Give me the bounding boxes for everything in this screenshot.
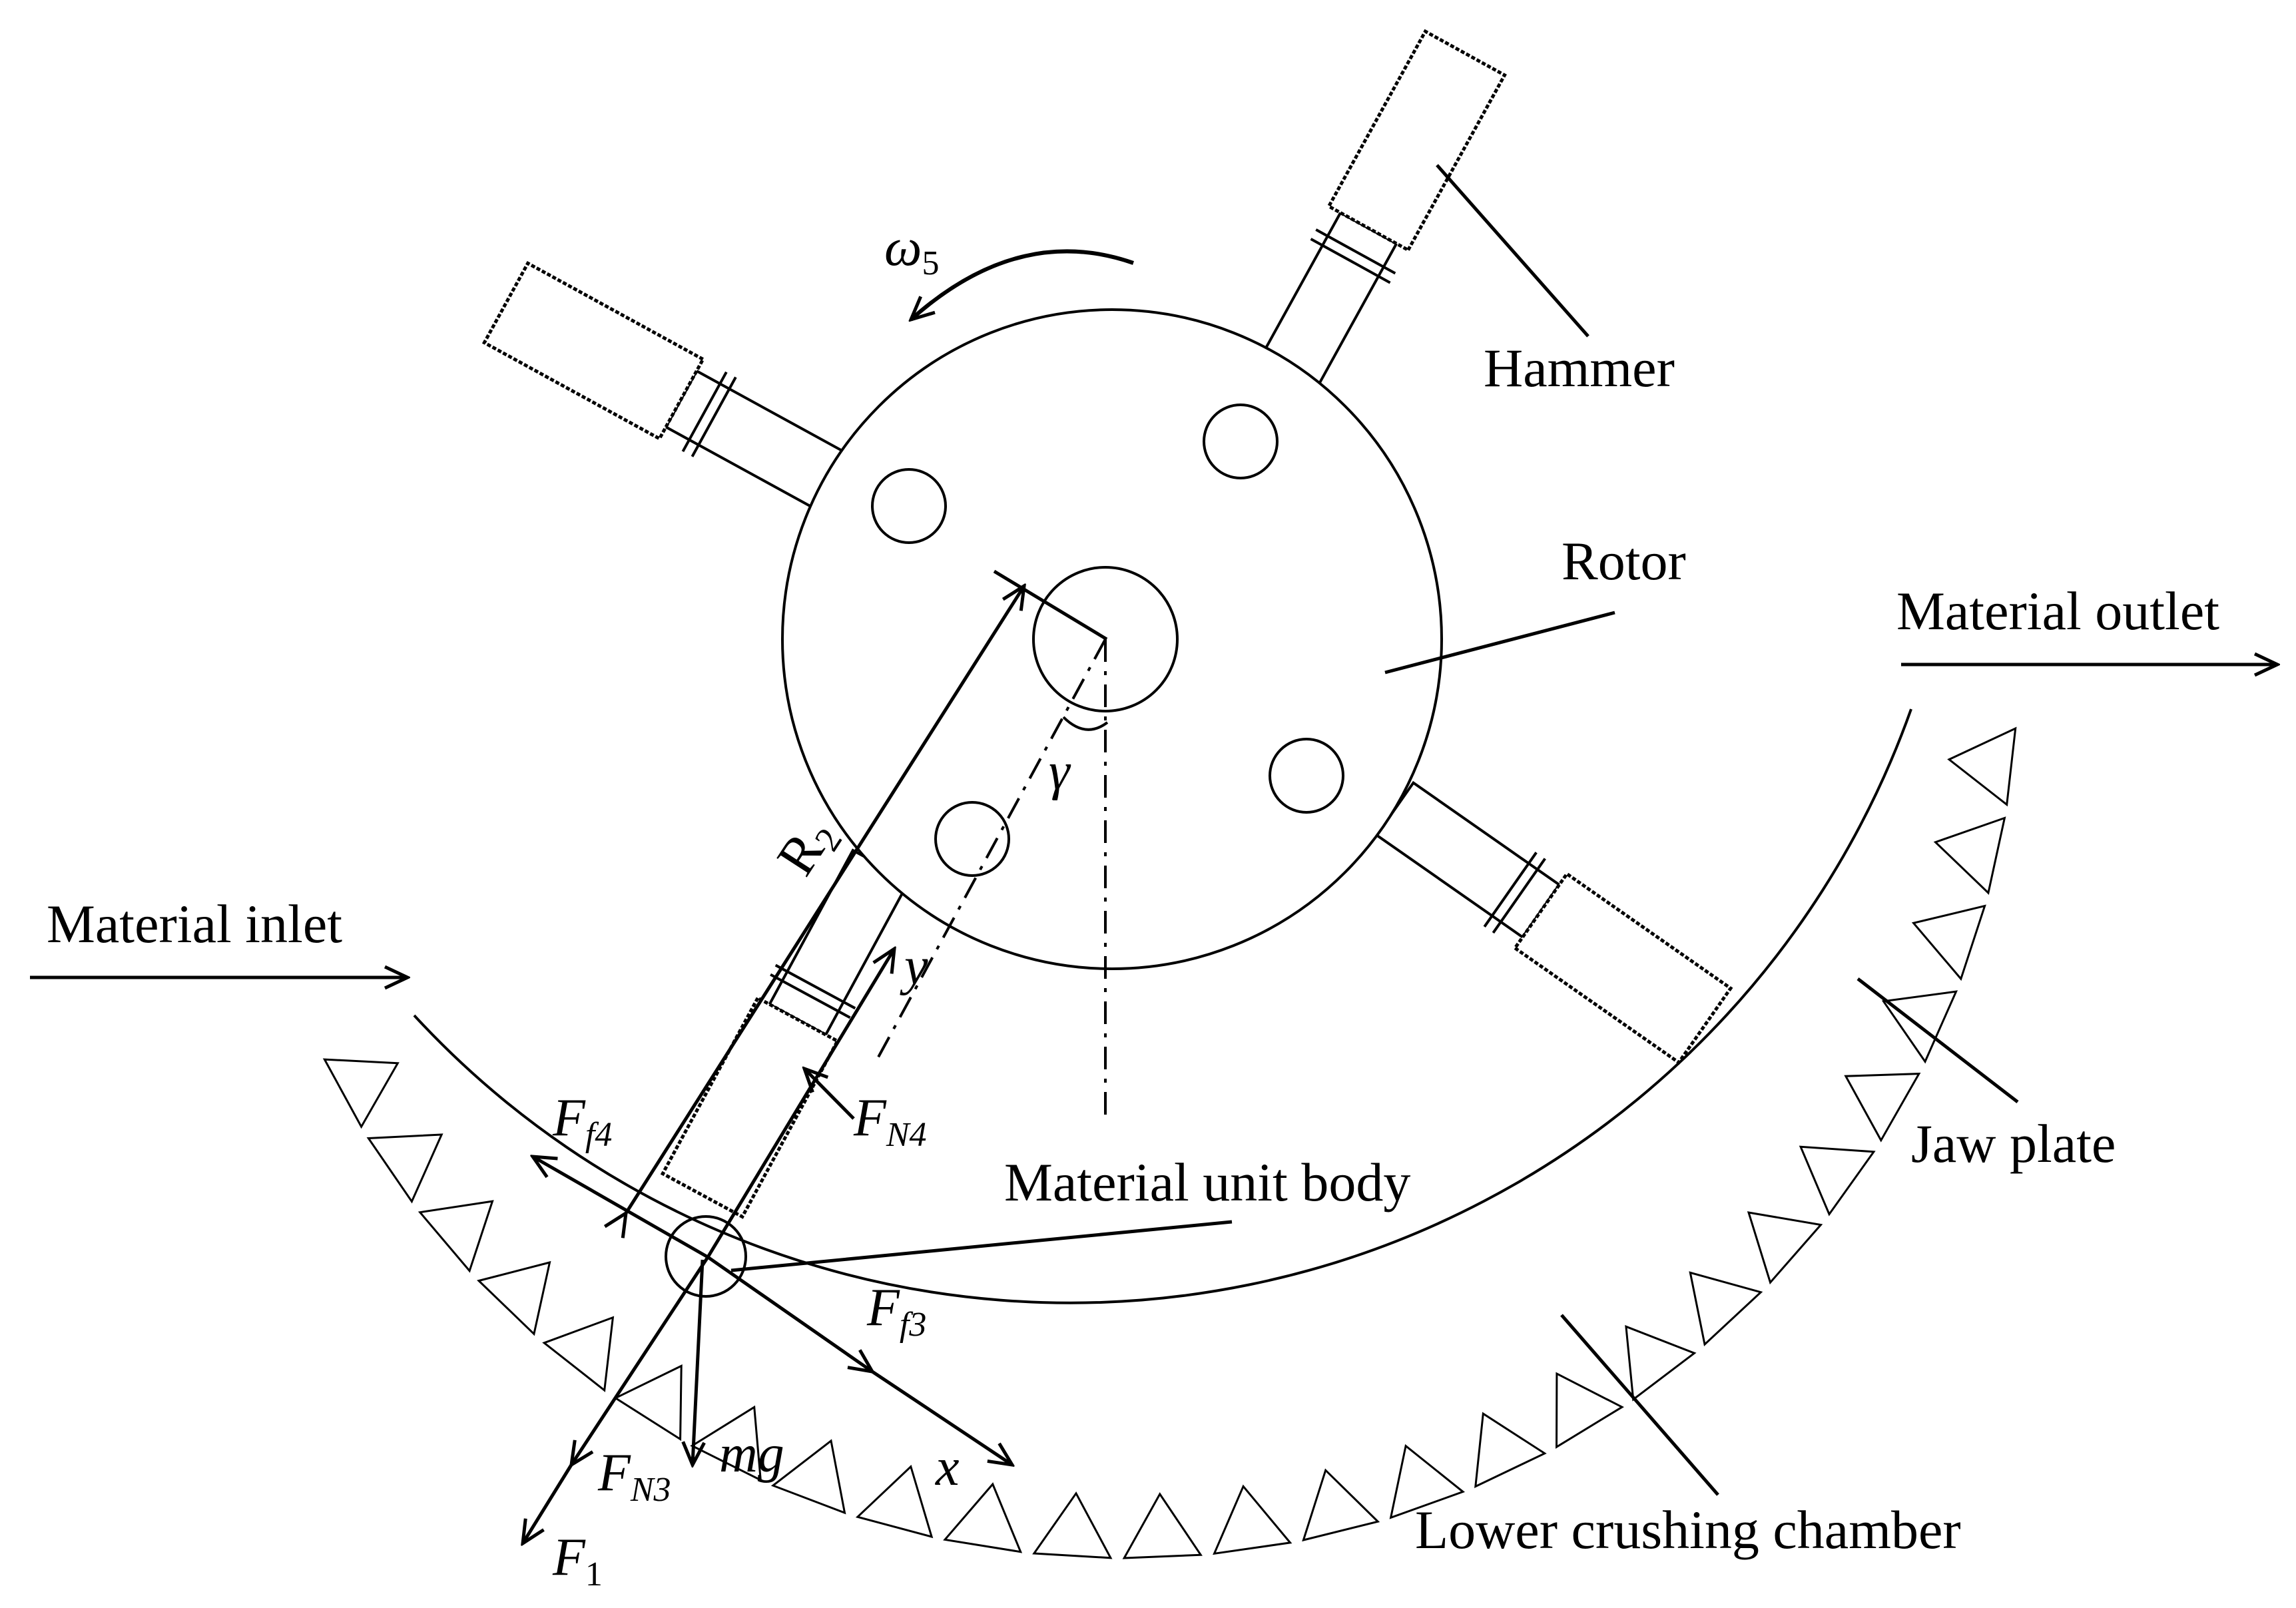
rotor-label: Rotor: [1562, 531, 1686, 591]
omega-symbol: ω5: [884, 218, 939, 282]
pin-hole-2: [1203, 403, 1279, 479]
lower-chamber-leader: [1560, 1314, 1719, 1496]
mg-arrow: [693, 1259, 703, 1465]
fn4-symbol: FN4: [853, 1089, 927, 1154]
ff4-symbol: Ff4: [552, 1089, 612, 1154]
fn3-arrow: [571, 1256, 710, 1465]
hammer-leader: [1436, 164, 1589, 338]
y-axis-arrow: [706, 949, 894, 1258]
hammer-label: Hammer: [1484, 338, 1675, 398]
hammer-lower-right: [1374, 780, 1733, 1065]
rotor-leader: [1384, 611, 1615, 674]
pin-hole-1: [871, 468, 947, 544]
material-outlet-label: Material outlet: [1896, 581, 2219, 641]
fn3-symbol: FN3: [597, 1444, 671, 1509]
x-axis-arrow: [871, 1370, 1012, 1465]
rotor-shaft: [1032, 566, 1179, 712]
lower-crushing-chamber: [322, 708, 2017, 1559]
ff4-arrow: [533, 1157, 709, 1259]
ff3-symbol: Ff3: [866, 1278, 926, 1344]
rotor: [781, 308, 1443, 970]
y-axis-symbol: y: [900, 938, 928, 996]
force-vectors: [523, 949, 1012, 1543]
hammer-upper-right: [1261, 29, 1507, 387]
gamma-angle-arc: [1062, 716, 1109, 731]
lower-crushing-chamber-label: Lower crushing chamber: [1415, 1499, 1961, 1560]
material-unit-body-label: Material unit body: [1004, 1152, 1410, 1212]
fn4-arrow: [804, 1069, 855, 1120]
jaw-plate-teeth: [322, 726, 2017, 1559]
r2-dimension-tick: [993, 569, 1108, 641]
hammer-upper-left: [481, 260, 855, 515]
ff3-arrow: [707, 1255, 872, 1372]
gamma-symbol: γ: [1049, 742, 1071, 801]
material-inlet-label: Material inlet: [47, 894, 342, 954]
hammer-lower-left: [660, 848, 911, 1219]
x-axis-symbol: x: [935, 1438, 960, 1497]
rotation-arrow: [911, 249, 1134, 320]
f1-symbol: F1: [552, 1528, 603, 1593]
jaw-plate-label: Jaw plate: [1911, 1113, 2116, 1174]
material-unit-body-leader: [730, 1220, 1233, 1272]
pin-hole-3: [1269, 738, 1344, 814]
material-unit-body: [665, 1215, 747, 1298]
f1-arrow: [523, 1464, 573, 1543]
jaw-plate-leader: [1857, 977, 2019, 1103]
r2-dimension-line: [626, 586, 1024, 1213]
rotor-disc: [781, 308, 1443, 970]
mg-symbol: mg: [719, 1425, 784, 1483]
